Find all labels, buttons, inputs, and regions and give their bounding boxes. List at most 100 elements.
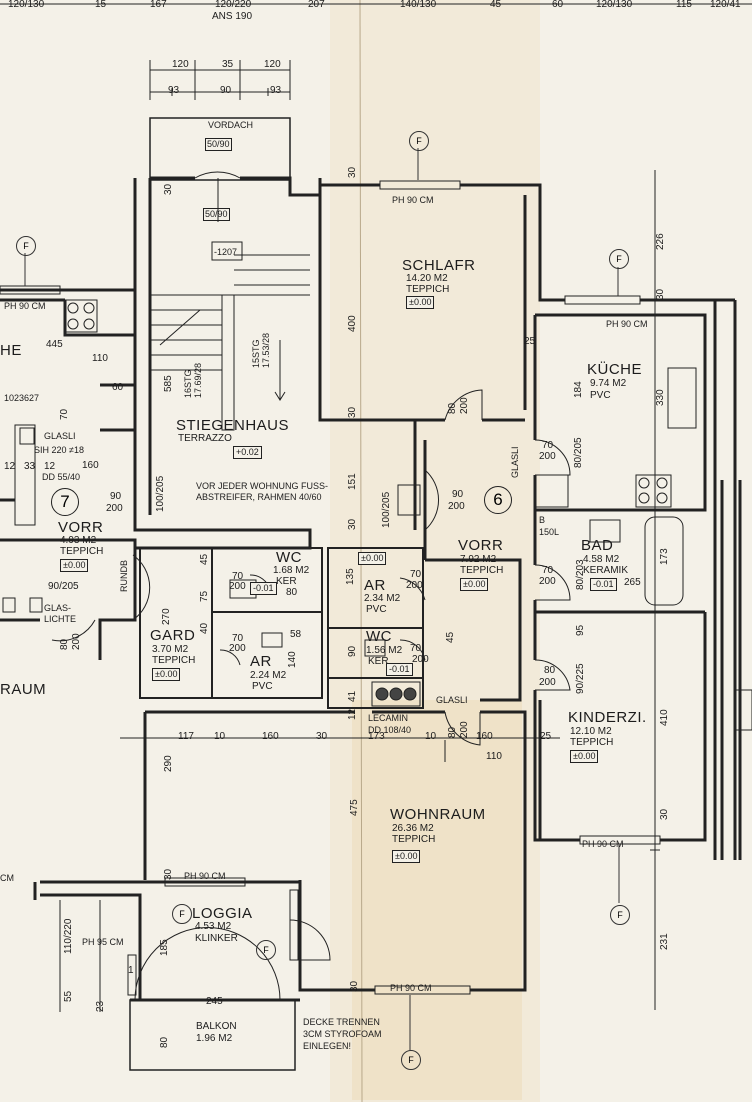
dim: 290 [163, 755, 174, 772]
room-area: 2.24 M2 [250, 670, 287, 681]
note-lecamin: LECAMIN [368, 713, 409, 723]
section-marker-f: F [256, 940, 276, 960]
room-level: ±0.00 [392, 850, 421, 863]
room-name: WOHNRAUM [390, 806, 486, 823]
room-area: 4.58 M2 [583, 554, 620, 565]
dim: 90 [347, 645, 358, 657]
room-material: TEPPICH [406, 284, 450, 295]
dim: 70 [542, 440, 554, 451]
room-level: ±0.00 [570, 750, 599, 763]
dim: 226 [655, 233, 666, 250]
window-height-label: PH 90 CM [392, 195, 434, 205]
section-marker-f: F [609, 249, 629, 269]
note-glasli: GLASLI [436, 695, 468, 705]
dim: 200 [412, 654, 429, 665]
room-material: KER [276, 576, 297, 587]
dim: 330 [655, 389, 666, 406]
top-dim: 120/130 [8, 0, 45, 10]
dim: 75 [199, 590, 210, 602]
dim: 400 [347, 315, 358, 332]
room-name: SCHLAFR [402, 257, 476, 274]
dimension-lines [0, 3, 752, 1012]
dim: 173 [368, 731, 385, 742]
dim: 55 [63, 990, 74, 1002]
paper-stain-lower [352, 700, 522, 1100]
note-abstreifer: VOR JEDER WOHNUNG FUSS- [196, 481, 329, 491]
dim: 231 [659, 933, 670, 950]
boiler-label: B [539, 515, 546, 525]
stairs-ratio: 17.69/28 [193, 362, 203, 398]
note-decke: EINLEGEN! [303, 1041, 352, 1051]
dim: 12 [4, 461, 16, 472]
dim: 95 [575, 624, 586, 636]
dim: 41 [347, 690, 358, 702]
dim: 410 [659, 709, 670, 726]
room-material: PVC [590, 390, 611, 401]
top-dim: 60 [552, 0, 564, 10]
note-decke: 3CM STYROFOAM [303, 1029, 382, 1039]
note-number: 1023627 [4, 393, 40, 403]
ans-label: ANS 190 [212, 11, 253, 22]
dim: 30 [659, 808, 670, 820]
dim: 265 [624, 577, 641, 588]
dim: 12 [347, 708, 358, 720]
room-name: VORR [58, 519, 104, 536]
dim: 185 [159, 939, 170, 956]
dim: 110 [486, 751, 502, 762]
dim: 30 [349, 980, 360, 992]
stairs-count: 15STG [251, 339, 261, 368]
room-level: -0.01 [590, 578, 617, 591]
dim: 135 [345, 568, 356, 585]
top-dim: 115 [676, 0, 692, 10]
dim: 445 [46, 339, 63, 350]
dim: 184 [573, 381, 584, 398]
dim: 30 [347, 518, 358, 530]
window-height-label: PH 90 CM [4, 301, 46, 311]
apartment-number: 6 [484, 486, 512, 514]
dim: 110 [92, 353, 108, 364]
room-area: 3.70 M2 [152, 644, 189, 655]
room-area: 2.34 M2 [364, 593, 401, 604]
dim: 30 [163, 868, 174, 880]
room-material: TERRAZZO [178, 433, 232, 444]
dim: 110/220 [63, 918, 74, 954]
dim: 70 [232, 571, 244, 582]
windows [0, 180, 661, 996]
room-area: 7.92 M2 [460, 554, 497, 565]
room-name: WC [366, 628, 392, 645]
window-label: 50/90 [205, 138, 232, 151]
dim: 90 [110, 491, 122, 502]
vordach-label: VORDACH [208, 120, 254, 130]
dim: 245 [206, 996, 223, 1007]
apartment-number: 7 [51, 488, 79, 516]
section-marker-f: F [172, 904, 192, 924]
window-height-label: PH 95 CM [82, 937, 124, 947]
room-area: 4.53 M2 [195, 921, 232, 932]
room-name: AR [250, 653, 272, 670]
dim: 200 [459, 721, 470, 738]
dim: 45 [445, 631, 456, 643]
dim: 30 [163, 183, 174, 195]
dim: 60 [112, 382, 124, 393]
dim: 80 [447, 726, 458, 738]
note-dd: DD 55/40 [42, 472, 81, 482]
window-height-label: CM [0, 873, 14, 883]
stairs-count: 16STG [183, 369, 193, 398]
dim: 200 [71, 633, 82, 650]
dim: 151 [347, 473, 358, 490]
section-marker-f: F [610, 905, 630, 925]
dim: 173 [659, 548, 670, 565]
section-marker-f: F [16, 236, 36, 256]
room-level: +0.02 [233, 446, 262, 459]
room-area: 26.36 M2 [392, 823, 434, 834]
room-name: LOGGIA [192, 905, 253, 922]
room-level: ±0.00 [460, 578, 489, 591]
room-area: 1.68 M2 [273, 565, 310, 576]
note-abstreifer: ABSTREIFER, RAHMEN 40/60 [196, 492, 322, 502]
dim: 45 [199, 553, 210, 565]
dim: 40 [199, 622, 210, 634]
top-dim: 120/130 [596, 0, 633, 10]
window-height-label: PH 90 CM [184, 871, 226, 881]
room-area: 1.96 M2 [196, 1033, 233, 1044]
top-dim: 167 [150, 0, 167, 10]
